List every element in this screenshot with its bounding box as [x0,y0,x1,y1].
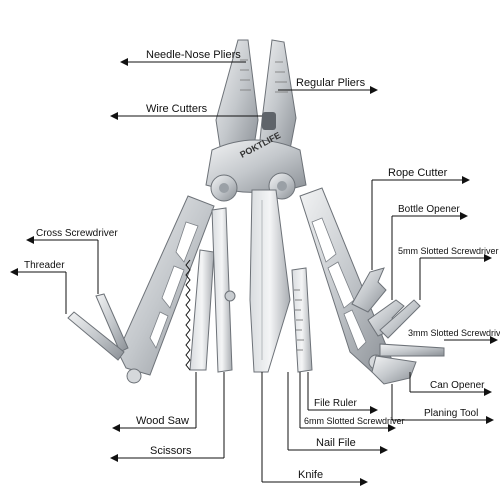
cross-screwdriver-bit [95,293,129,353]
five-mm-screwdriver-bit [379,299,421,339]
label-needle-nose-pliers: Needle-Nose Pliers [146,49,241,61]
left-handle-cutouts [149,221,199,349]
label-wood-saw: Wood Saw [136,415,189,427]
left-handle-rivet [126,368,142,384]
label-rope-cutter: Rope Cutter [388,167,448,179]
label-nail-file: Nail File [316,437,356,449]
label-file-ruler: File Ruler [314,398,357,409]
rope-cutter-hook [351,267,387,313]
three-mm-screwdriver-bit [379,343,445,357]
right-pivot-center [277,181,287,191]
callout-lines [10,58,498,486]
scissors-blades [211,207,233,373]
threader-bit [67,311,125,361]
label-3mm-slotted-screwdriver: 3mm Slotted Screwdriver [408,328,500,338]
label-knife: Knife [298,469,323,481]
scissors-pivot [224,290,236,302]
label-can-opener: Can Opener [430,380,485,391]
label-5mm-slotted-screwdriver: 5mm Slotted Screwdriver [398,246,499,256]
ruler-ticks [294,289,304,351]
label-6mm-slotted-screwdriver: 6mm Slotted Screwdriver [304,416,405,426]
wire-cutter-notch [262,112,276,130]
label-scissors: Scissors [150,445,192,457]
label-wire-cutters: Wire Cutters [146,103,208,115]
label-planing-tool: Planing Tool [424,408,478,419]
knife-blade [249,189,291,373]
label-bottle-opener: Bottle Opener [398,204,460,215]
jaw-serrations [240,59,288,93]
label-regular-pliers: Regular Pliers [296,77,366,89]
left-pivot-center [219,183,229,193]
wood-saw-blade [189,249,215,371]
can-opener-tool [371,355,417,385]
label-threader: Threader [24,260,65,271]
label-cross-screwdriver: Cross Screwdriver [36,228,118,239]
multitool-illustration: POKTLIFE [67,39,445,385]
callout-labels: Needle-Nose Pliers Regular Pliers Wire C… [24,49,500,481]
saw-teeth [185,259,191,371]
